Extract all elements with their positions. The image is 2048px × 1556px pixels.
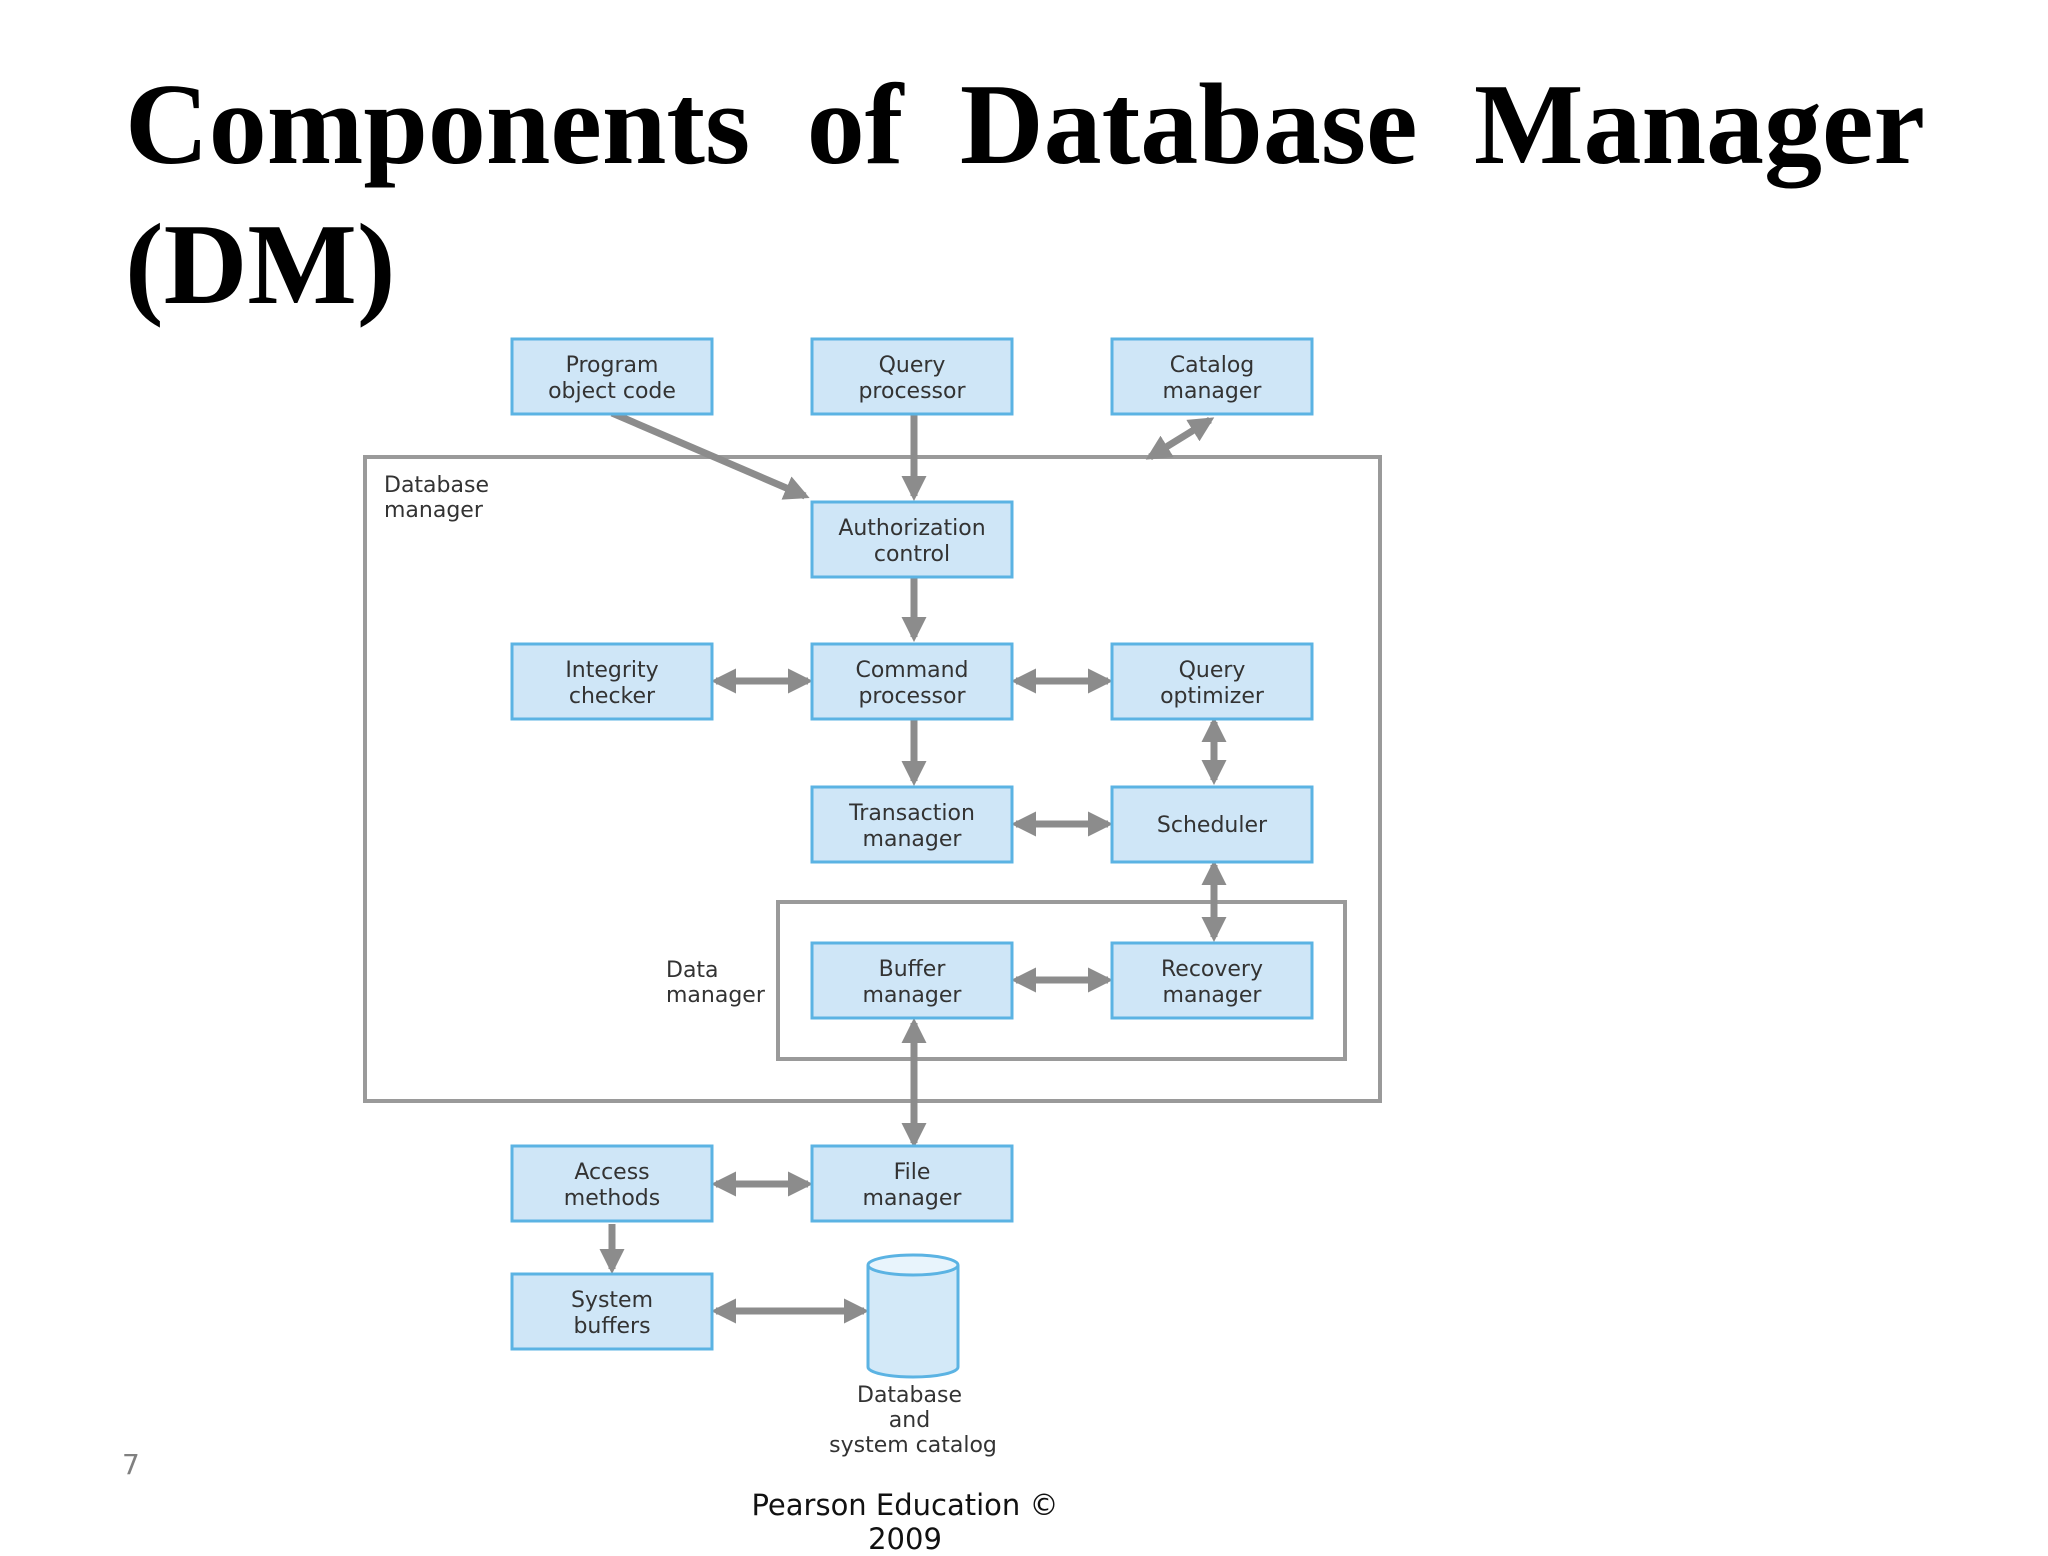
title-line-2: (DM): [125, 201, 396, 329]
data-manager-frame: Data manager: [666, 900, 1347, 1061]
database-manager-frame: Database manager: [363, 455, 1382, 1103]
frame-label: Database manager: [384, 473, 496, 523]
database-label: Database and system catalog: [829, 1383, 997, 1458]
slide-number: 7: [122, 1448, 140, 1481]
arrow: [1145, 417, 1215, 460]
title-word: Manager: [1473, 61, 1925, 189]
slide-title: Components of Database Manager (DM): [125, 55, 1925, 335]
scheduler-box: Scheduler: [1110, 785, 1314, 864]
title-word: of: [806, 61, 904, 189]
title-line-1: Components of Database Manager: [125, 55, 1925, 195]
frame-label: Data manager: [666, 958, 766, 1008]
footer-credit: Pearson Education © 2009: [751, 1488, 1059, 1556]
database-cylinder-icon: [866, 1253, 960, 1379]
title-word: Components: [125, 61, 751, 189]
svg-text:Scheduler: Scheduler: [1157, 813, 1268, 838]
title-word: Database: [959, 61, 1418, 189]
arrow: [610, 409, 810, 500]
